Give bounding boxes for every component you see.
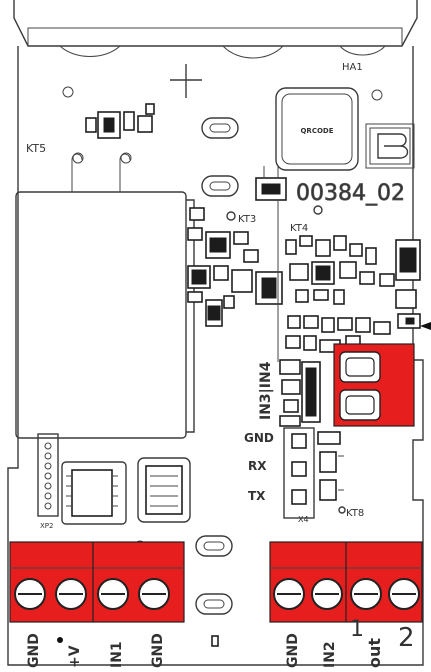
relay-leads xyxy=(71,152,132,192)
top-smd-cluster xyxy=(85,103,155,139)
ha1-label: HA1 xyxy=(342,62,363,73)
terminal-label-gnd-1: GND xyxy=(26,633,42,668)
side-terminal-components xyxy=(279,359,341,445)
ic-left xyxy=(61,461,127,525)
relay-body xyxy=(15,191,187,439)
terminal-label-out: out xyxy=(365,638,384,668)
arrow-marker-icon xyxy=(420,322,431,330)
board-outline xyxy=(7,46,424,666)
transistor-q1 xyxy=(255,166,287,201)
board-code: 00384_02 xyxy=(296,181,405,206)
top-enclosure xyxy=(13,0,418,59)
x4-label: X4 xyxy=(298,515,309,524)
gnd-side-label: GND xyxy=(244,431,274,445)
terminal-label-gnd-3: GND xyxy=(285,633,301,668)
xp2-label: XP2 xyxy=(40,522,53,530)
oval-pads-top xyxy=(201,117,239,197)
uart-header xyxy=(283,427,344,519)
test-point-kt3: KT3 xyxy=(226,211,256,225)
ic-right xyxy=(137,457,191,523)
terminal-label-2: 2 xyxy=(398,623,415,653)
left-terminal-block xyxy=(9,541,185,623)
qrcode-label: QRCODE xyxy=(300,127,333,135)
in3-in4-label: IN3|IN4 xyxy=(258,361,274,420)
qrcode-chip: QRCODE xyxy=(275,87,359,171)
svg-text:KT8: KT8 xyxy=(346,508,364,519)
terminal-label-gnd-2: GND xyxy=(150,633,166,668)
terminal-label-in2: IN2 xyxy=(322,641,338,668)
oval-pads-bottom xyxy=(195,535,233,647)
left-terminal-labels: GND +V IN1 GND xyxy=(26,633,166,668)
terminal-label-in1: IN1 xyxy=(109,641,125,668)
test-point-kt8: KT8 xyxy=(338,506,364,519)
logo-mark xyxy=(365,123,415,169)
right-terminal-block xyxy=(269,541,423,623)
svg-text:KT4: KT4 xyxy=(290,223,308,234)
terminal-label-plus-v: +V xyxy=(67,645,83,668)
crosshair-mark xyxy=(170,64,202,98)
central-smd-area xyxy=(187,207,421,353)
side-terminal-block xyxy=(333,343,415,427)
test-point-kt4: KT4 xyxy=(290,205,323,234)
kt5-label: KT5 xyxy=(26,142,46,155)
tx-label: TX xyxy=(248,489,266,503)
right-terminal-labels: GND IN2 1 out 2 xyxy=(285,617,415,668)
terminal-label-1: 1 xyxy=(350,617,364,642)
rx-label: RX xyxy=(248,459,267,473)
svg-text:KT3: KT3 xyxy=(238,214,256,225)
polarity-dot-icon xyxy=(57,637,63,643)
xp2-header xyxy=(37,433,59,517)
